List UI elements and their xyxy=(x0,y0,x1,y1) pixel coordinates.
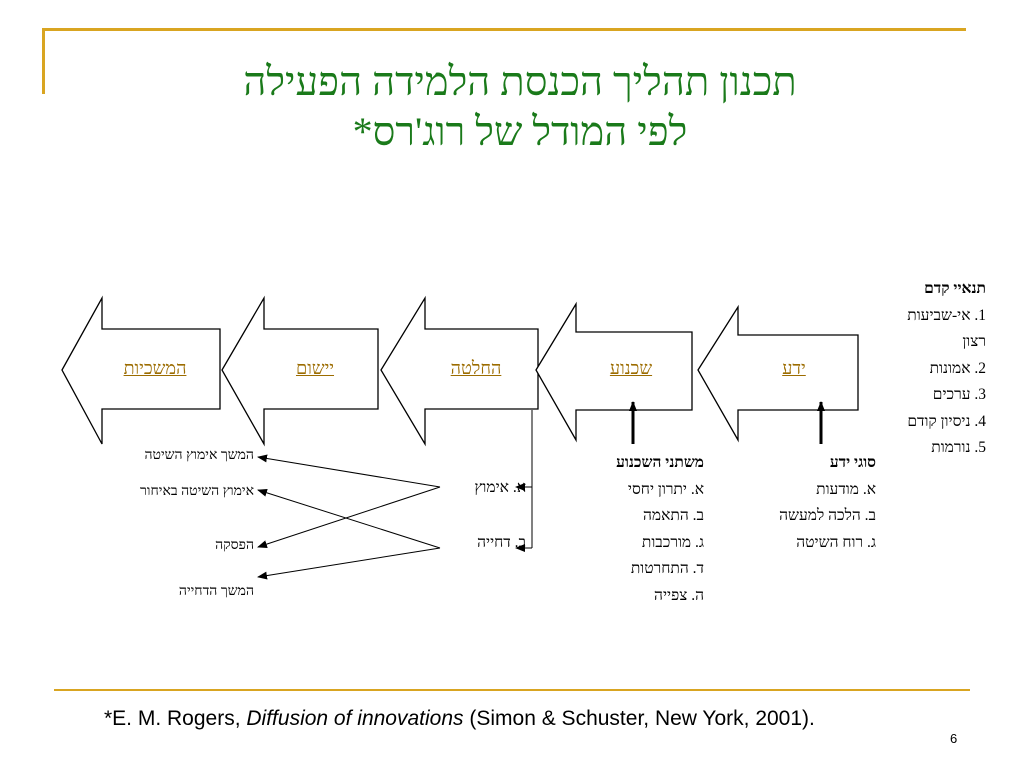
adopt-to-discontinuance xyxy=(257,486,441,548)
reject-to-late-adoption xyxy=(257,488,441,549)
outcome-continued-rejection: המשך הדחייה xyxy=(178,584,254,599)
footnote-prefix: *E. M. Rogers, xyxy=(104,707,247,730)
stage-label-persuasion[interactable]: שכנוע xyxy=(609,358,653,378)
list-item: ד. התחרטות xyxy=(630,560,704,577)
stage-label-continuity[interactable]: המשכיות xyxy=(123,358,187,378)
decision-adopt: א. אימוץ xyxy=(474,479,526,496)
footnote-book-title: Diffusion of innovations xyxy=(246,707,464,730)
page-number: 6 xyxy=(950,731,958,746)
list-item: ב. הלכה למעשה xyxy=(779,507,876,524)
stage-arrow-continuity[interactable] xyxy=(61,295,221,445)
knowledge-types-heading: סוגי ידע xyxy=(829,454,876,471)
preconditions-list: תנאיי קדם 1. אי-שביעות רצון 2. אמונות 3.… xyxy=(907,276,986,462)
outcome-late-adoption: אימוץ השיטה באיחור xyxy=(140,484,254,499)
decision-reject: ב. דחייה xyxy=(477,534,526,551)
stage-label-decision[interactable]: החלטה xyxy=(450,358,502,378)
list-item: 5. נורמות xyxy=(931,439,986,456)
knowledge-types-list: סוגי ידע א. מודעות ב. הלכה למעשה ג. רוח … xyxy=(779,450,876,556)
list-item: ג. מורכבות xyxy=(641,533,704,551)
list-item: א. יתרון יחסי xyxy=(627,480,704,498)
stage-arrow-implementation[interactable] xyxy=(221,295,379,447)
frame-top-rule xyxy=(42,28,966,31)
reject-to-continued-rejection xyxy=(257,547,441,580)
persuasion-vars-list: משתני השכנוע א. יתרון יחסי ב. התאמה ג. מ… xyxy=(616,450,704,609)
outcome-discontinuance: הפסקה xyxy=(215,538,254,553)
persuasion-vars-heading: משתני השכנוע xyxy=(616,454,704,471)
outcome-continued-adoption: המשך אימוץ השיטה xyxy=(144,448,254,463)
list-item: 3. ערכים xyxy=(932,386,986,403)
list-item: ג. רוח השיטה xyxy=(796,533,876,551)
preconditions-heading: תנאיי קדם xyxy=(924,280,986,297)
list-item: רצון xyxy=(962,333,986,350)
list-item: 1. אי-שביעות xyxy=(907,306,986,324)
footnote-suffix: (Simon & Schuster, New York, 2001). xyxy=(463,707,815,730)
adopt-to-continued-adoption xyxy=(257,454,441,488)
footer-rule xyxy=(54,689,970,691)
list-item: א. מודעות xyxy=(816,480,876,498)
frame-vertical-rule xyxy=(42,28,45,94)
stage-label-knowledge[interactable]: ידע xyxy=(782,358,806,378)
list-item: 4. ניסיון קודם xyxy=(907,412,986,430)
list-item: ה. צפייה xyxy=(654,586,704,604)
list-item: ב. התאמה xyxy=(643,507,704,524)
list-item: 2. אמונות xyxy=(929,359,986,377)
footnote-citation: *E. M. Rogers, Diffusion of innovations … xyxy=(104,703,904,734)
stage-label-implementation[interactable]: יישום xyxy=(295,358,335,378)
stage-arrow-persuasion[interactable] xyxy=(535,301,693,443)
slide-title-line1: תכנון תהליך הכנסת הלמידה הפעילה xyxy=(243,59,797,104)
slide-title-line2: לפי המודל של רוג'רס* xyxy=(352,109,688,154)
